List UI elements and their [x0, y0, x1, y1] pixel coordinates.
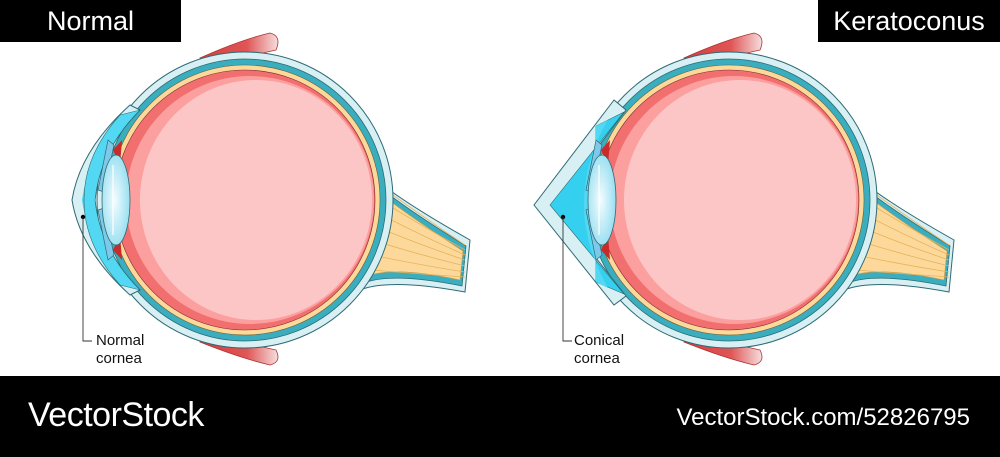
brand-logo: VectorStock	[28, 396, 204, 434]
eye-diagram	[71, 32, 955, 366]
title-normal: Normal	[0, 0, 181, 42]
footer-banner: VectorStock VectorStock.com/52826795	[0, 376, 1000, 457]
conical-cornea-label: Conical cornea	[574, 332, 625, 367]
title-keratoconus: Keratoconus	[818, 0, 1000, 42]
image-url: VectorStock.com/52826795	[676, 404, 970, 431]
normal-cornea-label: Normal cornea	[96, 332, 145, 367]
normal-eye	[71, 32, 471, 366]
keratoconus-eye	[533, 32, 955, 366]
